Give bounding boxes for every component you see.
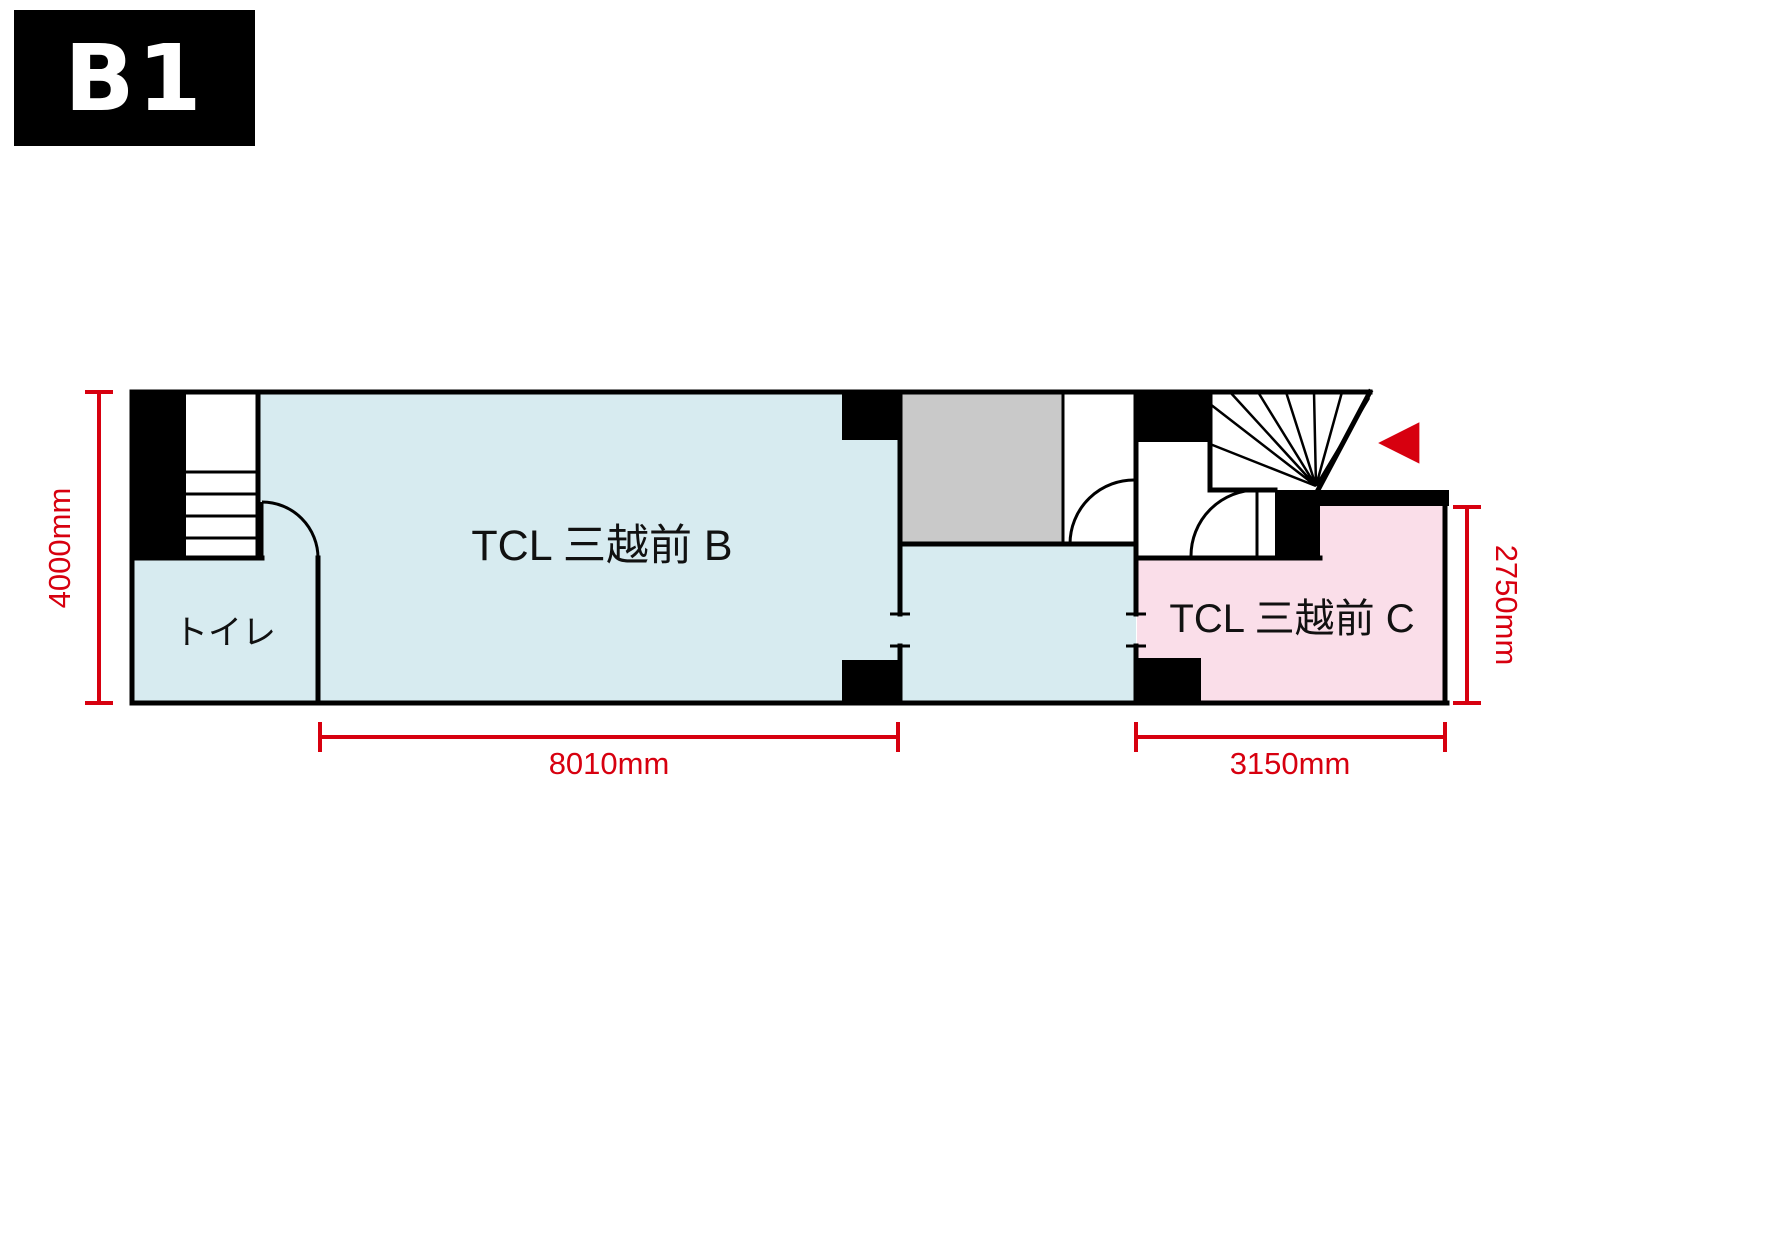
dimension-line — [318, 722, 900, 752]
walls — [129, 388, 1450, 706]
shaft-door-swing — [1068, 478, 1137, 545]
dimension-line — [1134, 722, 1447, 752]
dimension-label: 8010mm — [549, 746, 670, 781]
dimension-left: 4000mm — [42, 390, 113, 705]
central-shaft — [900, 392, 1063, 544]
stair-steps — [186, 470, 258, 540]
toilet-door-swing — [260, 500, 320, 559]
shaft-area — [900, 392, 1063, 544]
wall-segment — [1275, 490, 1320, 558]
central-room-area — [900, 545, 1136, 703]
dimension-line — [1453, 505, 1481, 705]
room-b-label: TCL 三越前 B — [471, 522, 732, 570]
wall-lines — [129, 388, 1450, 706]
wall-segment — [1320, 490, 1449, 506]
wall-segment — [132, 392, 186, 558]
wall-blocks — [842, 392, 1449, 703]
wall-segment — [842, 660, 900, 703]
room-c-label: TCL 三越前 C — [1169, 597, 1414, 641]
floor-badge: B1 — [14, 10, 255, 146]
landing-door-swing — [1189, 488, 1259, 557]
left-staircase — [132, 392, 258, 558]
doors — [260, 478, 1259, 559]
floor-badge-label: B1 — [64, 24, 205, 132]
room-c-area — [1137, 506, 1443, 701]
toilet-label: トイレ — [174, 614, 276, 652]
dimension-label: 4000mm — [42, 488, 77, 609]
dimension-bottom-c: 3150mm — [1134, 722, 1447, 781]
room-c — [1137, 506, 1443, 701]
wall-segment — [1137, 658, 1201, 703]
dimension-label: 3150mm — [1230, 746, 1351, 781]
entrance-arrow-icon: ◀ — [1378, 409, 1420, 469]
dimension-label: 2750mm — [1489, 545, 1524, 666]
dimension-line — [85, 390, 113, 705]
dimension-bottom-b: 8010mm — [318, 722, 900, 781]
wall-segment — [1136, 392, 1210, 442]
wall-opening-ticks — [890, 612, 1146, 648]
wall-segment — [842, 392, 900, 440]
central-room — [900, 545, 1136, 703]
dimension-right: 2750mm — [1453, 505, 1524, 705]
